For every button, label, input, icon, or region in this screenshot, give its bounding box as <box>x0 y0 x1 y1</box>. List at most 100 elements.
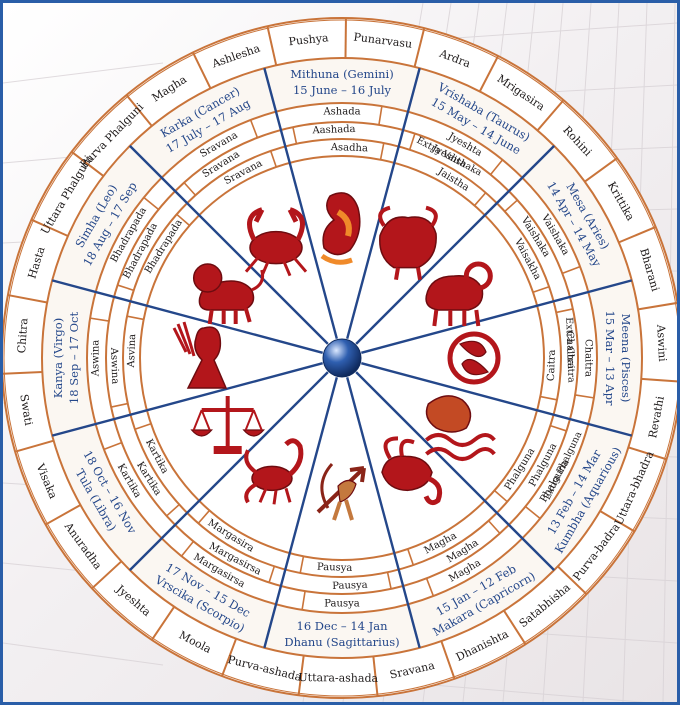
month-ring-inner-label: Pausya <box>317 562 353 574</box>
month-divider <box>524 505 541 520</box>
month-divider <box>532 285 550 293</box>
sagittarius-icon <box>316 462 366 521</box>
sign-name-label: Kanya (Virgo) <box>51 318 65 398</box>
month-divider <box>489 159 504 176</box>
month-ring-middle-label: Chaitra <box>564 331 576 369</box>
sign-divider-line <box>361 362 633 437</box>
month-divider <box>197 509 211 524</box>
sign-dates-label: 15 Mar – 13 Apr <box>603 311 617 406</box>
nakshatra-divider <box>503 610 527 645</box>
month-divider <box>117 284 134 292</box>
month-divider <box>574 394 594 399</box>
sign-dates-label: 16 Dec – 14 Jan <box>297 619 389 633</box>
month-divider <box>556 308 574 314</box>
month-divider <box>269 150 277 168</box>
month-divider <box>425 578 435 597</box>
nakshatra-divider <box>221 638 238 677</box>
month-divider <box>103 441 122 451</box>
nakshatra-label: Aswini <box>654 323 669 362</box>
nakshatra-label: Uttara-ashada <box>298 671 378 685</box>
nakshatra-divider <box>3 370 43 375</box>
center-hub <box>322 338 362 378</box>
month-divider <box>378 106 383 126</box>
month-divider <box>493 489 508 503</box>
nakshatra-divider <box>14 439 54 453</box>
cancer-icon <box>244 207 308 277</box>
month-divider <box>180 540 195 557</box>
month-divider <box>562 265 581 275</box>
month-divider <box>183 182 197 196</box>
sign-divider-line <box>355 371 555 571</box>
nakshatra-divider <box>91 560 123 590</box>
month-ring-outer-label: Pausya <box>324 599 359 610</box>
month-divider <box>473 192 487 207</box>
sign-name-label: Dhanu (Sagittarius) <box>284 635 399 649</box>
sign-divider-line <box>346 377 421 649</box>
sign-divider-line <box>346 67 421 339</box>
sign-name-label: Mithuna (Gemini) <box>290 67 393 81</box>
month-divider <box>540 395 558 401</box>
month-ring-inner-label: Caitra <box>546 349 558 381</box>
month-divider <box>110 402 128 408</box>
virgo-icon <box>172 321 228 389</box>
sign-divider-line <box>51 279 323 354</box>
nakshatra-divider <box>125 94 153 127</box>
sign-divider-line <box>129 371 329 571</box>
nakshatra-divider <box>266 26 278 66</box>
month-ring-middle-label: Aashada <box>311 124 355 137</box>
nakshatra-divider <box>151 606 176 641</box>
nakshatra-divider <box>30 218 69 237</box>
month-divider <box>126 315 144 321</box>
nakshatra-divider <box>618 226 657 244</box>
aquarius-icon <box>425 395 496 461</box>
month-ring-outer-label: Ashada <box>322 107 360 118</box>
scorpio-icon <box>244 438 304 505</box>
libra-icon <box>190 396 265 454</box>
nakshatra-divider <box>599 510 635 533</box>
taurus-icon <box>378 205 438 281</box>
pisces-icon <box>447 331 501 385</box>
month-divider <box>379 142 385 160</box>
nakshatra-divider <box>45 504 81 526</box>
sign-dates-label: 15 June – 16 July <box>293 83 392 97</box>
sign-divider-line <box>361 279 633 354</box>
month-divider <box>268 566 276 583</box>
month-ring-middle-label: Aswina <box>108 347 120 385</box>
nakshatra-divider <box>440 640 456 680</box>
nakshatra-divider <box>413 27 426 68</box>
month-ring-outer-label: Chaitra <box>583 339 594 377</box>
extra-month-label: Extra Chaitra <box>563 317 576 383</box>
sign-divider-line <box>51 362 323 437</box>
month-divider <box>408 133 416 150</box>
nakshatra-divider <box>584 157 618 183</box>
month-divider <box>487 520 501 534</box>
nakshatra-divider <box>628 446 667 461</box>
month-divider <box>299 556 305 574</box>
sign-dates-label: 18 Sep – 17 Oct <box>67 312 81 405</box>
month-divider <box>301 590 306 610</box>
sign-name-label: Meena (Pisces) <box>619 314 633 403</box>
nakshatra-divider <box>536 99 565 132</box>
capricorn-icon <box>381 436 443 506</box>
nakshatra-divider <box>7 294 48 304</box>
month-divider <box>386 572 392 590</box>
sign-divider-line <box>355 145 555 345</box>
month-ring-inner-label: Asvina <box>126 334 138 369</box>
month-divider <box>249 119 259 138</box>
nakshatra-divider <box>372 656 379 697</box>
month-divider <box>407 548 415 566</box>
sign-divider-line <box>263 377 338 649</box>
month-ring-outer-label: Aswina <box>91 340 102 378</box>
aries-icon <box>425 261 493 327</box>
month-divider <box>292 126 298 144</box>
month-divider <box>504 199 518 213</box>
month-divider <box>166 503 180 517</box>
nakshatra-divider <box>297 655 305 696</box>
sign-divider-line <box>263 67 338 339</box>
month-divider <box>90 317 110 322</box>
month-divider <box>143 196 160 211</box>
nakshatra-divider <box>478 55 500 92</box>
month-ring-middle-label: Pausya <box>332 580 368 592</box>
